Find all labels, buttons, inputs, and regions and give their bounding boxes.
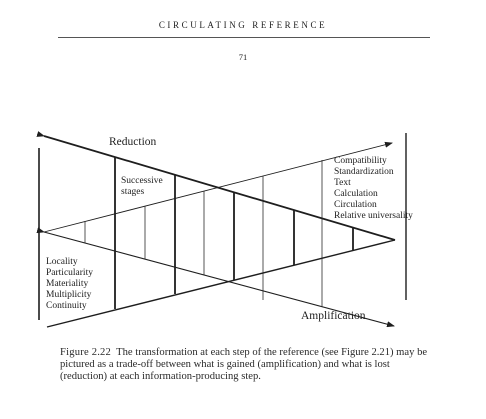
stage-lines-thick bbox=[114, 157, 354, 309]
successive-stages-line: Successive bbox=[121, 176, 163, 186]
right-list-item: Relative universality bbox=[334, 211, 413, 221]
header-rule bbox=[58, 37, 430, 38]
right-list-item: Circulation bbox=[334, 200, 377, 210]
amplification-label: Amplification bbox=[301, 310, 366, 322]
right-list-item: Calculation bbox=[334, 189, 378, 199]
left-list-item: Particularity bbox=[46, 268, 93, 278]
stage-lines-thin bbox=[84, 160, 323, 307]
caption-text: The transformation at each step of the r… bbox=[60, 347, 428, 382]
reduction-line bbox=[36, 131, 396, 241]
right-qualities-list: Compatibility Standardization Text Calcu… bbox=[334, 156, 413, 221]
successive-stages-line: stages bbox=[121, 187, 145, 197]
running-head: CIRCULATING REFERENCE bbox=[158, 20, 328, 30]
right-list-item: Text bbox=[334, 178, 351, 188]
left-list-item: Multiplicity bbox=[46, 290, 92, 300]
left-qualities-list: Locality Particularity Materiality Multi… bbox=[46, 257, 93, 311]
successive-stages-label: Successive stages bbox=[121, 176, 163, 197]
reduction-label: Reduction bbox=[109, 136, 157, 148]
amplification-line bbox=[36, 227, 395, 328]
figure-caption: Figure 2.22 The transformation at each s… bbox=[60, 347, 432, 383]
right-list-item: Compatibility bbox=[334, 156, 387, 166]
page-number: 71 bbox=[238, 52, 248, 62]
figure-number: Figure 2.22 bbox=[60, 347, 112, 358]
left-list-item: Materiality bbox=[46, 279, 88, 289]
left-list-item: Continuity bbox=[46, 301, 87, 311]
amplification-upper-edge bbox=[43, 141, 393, 233]
left-list-item: Locality bbox=[46, 257, 78, 267]
right-list-item: Standardization bbox=[334, 167, 394, 177]
